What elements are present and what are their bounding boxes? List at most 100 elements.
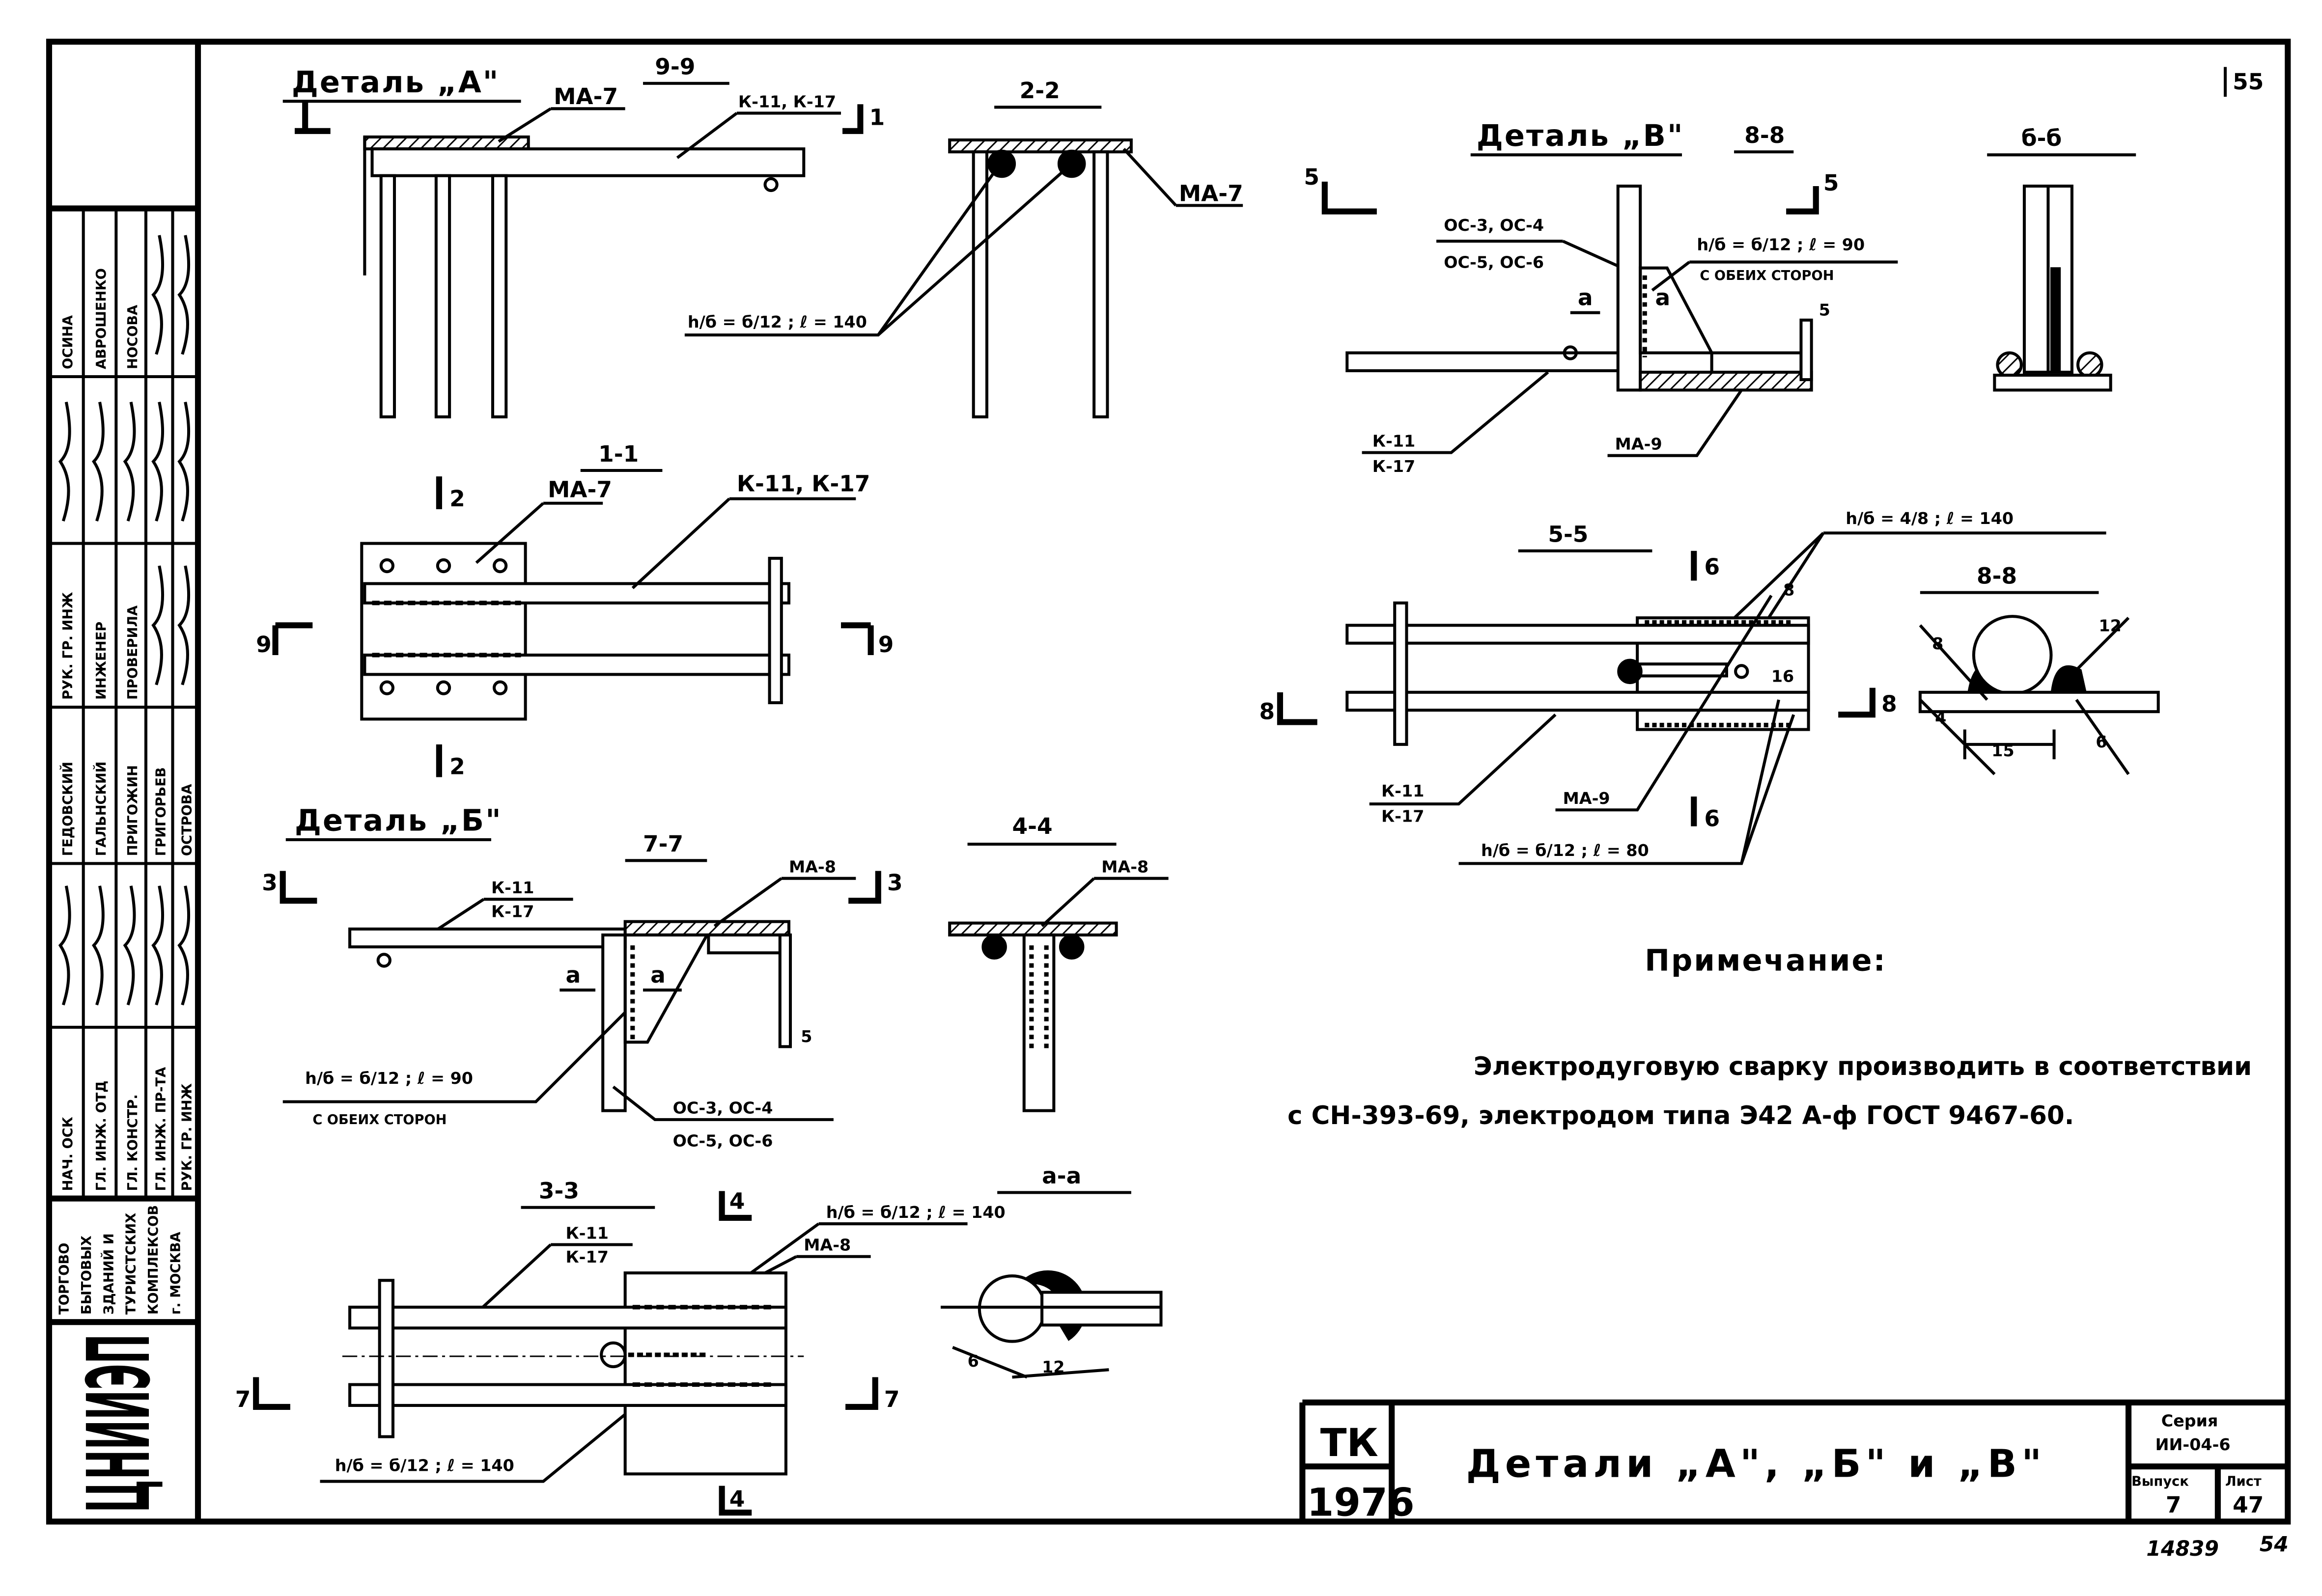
stamp-entry: РУК. ГР. ИНЖ: [179, 1083, 195, 1191]
weld-note-90: h/б = б/12 ; ℓ = 90: [1697, 235, 1865, 254]
stamp-org-line: КОМПЛЕКСОВ: [146, 1205, 161, 1315]
section-mark-3-right: 3: [887, 870, 903, 896]
signature-mark: [123, 885, 136, 1006]
drawing-line: [280, 871, 317, 904]
section-5-5-label: 5-5: [1548, 522, 1588, 548]
drawing-line: [320, 1413, 626, 1483]
label-ma8: МА-8: [789, 857, 836, 877]
drawing-line: [948, 921, 1118, 936]
section-mark-2-top: 2: [449, 486, 465, 512]
detail-v-title: Деталь „В": [1477, 119, 1684, 153]
stamp-org-line: г. МОСКВА: [168, 1232, 184, 1315]
dim-12: 12: [1042, 1357, 1064, 1376]
detail-b: Деталь „Б" 7-7 К-11 К-17 МА-8 3 3 5 а а …: [235, 804, 1169, 1516]
series-label: Серия: [2161, 1411, 2218, 1430]
section-8-8b-label: 8-8: [1977, 563, 2017, 589]
sheet-label: Лист: [2225, 1474, 2262, 1489]
drawing-line: [1458, 699, 1795, 865]
drawing-line: [1059, 934, 1085, 960]
drawing-line: [1277, 692, 1317, 725]
drawing-line: [948, 138, 1133, 154]
weld-note-80: h/б = б/12 ; ℓ = 80: [1481, 841, 1649, 860]
drawing-line: [1345, 624, 1810, 645]
drawing-line: [1393, 601, 1408, 746]
label-oc5-oc6: ОС-5, ОС-6: [1444, 253, 1544, 272]
stamp-entry: ОСТРОВА: [179, 784, 195, 856]
drawing-line: [363, 653, 790, 676]
drawing-title: Детали „А", „Б" и „В": [1466, 1441, 2046, 1486]
drawing-line: [1321, 181, 1377, 215]
drawing-line: [1838, 688, 1875, 718]
signature-mark: [92, 401, 105, 522]
section-9-9-label: 9-9: [655, 54, 695, 80]
drawing-line: [1799, 318, 1813, 382]
drawing-line: [1617, 659, 1643, 685]
dim-12: 12: [2098, 616, 2121, 635]
stamp-entry: ГЕДОВСКИЙ: [60, 762, 76, 856]
drawing-line: [294, 101, 331, 134]
stamp-entry: ИНЖЕНЕР: [94, 622, 109, 700]
label-ma8-section-3: МА-8: [804, 1236, 851, 1255]
institute-logo: ЦНИИЭП: [69, 1334, 169, 1513]
label-k11-k17: К-11, К-17: [738, 92, 836, 111]
drawing-line: [763, 177, 779, 193]
drawing-line: [707, 933, 790, 955]
label-k17: К-17: [491, 902, 534, 921]
stamp-entry: АВРОШЕНКО: [94, 268, 109, 369]
label-k17-section-5: К-17: [1381, 806, 1424, 826]
drawing-line: [379, 174, 396, 418]
stamp-entry: ПРИГОЖИН: [125, 765, 140, 856]
drawing-line: [348, 927, 627, 949]
section-7-7-label: 7-7: [643, 831, 683, 857]
section-6-6-label: б-б: [2021, 125, 2062, 151]
dim-4: 4: [1935, 708, 1946, 727]
drawing-line: [1041, 877, 1169, 927]
label-k17-section-3: К-17: [565, 1247, 608, 1266]
weld-mark-a-right: а: [650, 962, 666, 988]
label-ma7: МА-7: [554, 83, 618, 110]
drawing-line: [363, 582, 790, 605]
detail-b-title: Деталь „Б": [295, 804, 503, 838]
drawing-line: [684, 163, 1073, 337]
drawing-line: [491, 174, 508, 418]
drawing-line: [600, 1341, 627, 1369]
drawing-line: [778, 933, 792, 1048]
drawing-line: [376, 953, 392, 968]
stamp-org-line: БЫТОВЫХ: [79, 1236, 94, 1315]
signature-mark: [177, 401, 191, 522]
drawing-line: [378, 1279, 394, 1438]
section-4-4-label: 4-4: [1012, 813, 1052, 839]
drawing-line: [2076, 351, 2103, 379]
drawing-line: [1972, 615, 2053, 695]
drawing-line: [1345, 690, 1810, 712]
drawing-line: [1562, 240, 1623, 270]
section-3-3-label: 3-3: [539, 1178, 579, 1204]
drawing-line: [768, 556, 783, 705]
label-ma8-section-4: МА-8: [1101, 857, 1148, 877]
drawing-line: [845, 1377, 878, 1410]
signature-mark: [177, 885, 191, 1006]
drawing-line: [1362, 371, 1549, 454]
signature-mark: [177, 235, 191, 355]
stamp-entry: ГЛ. ИНЖ. ОТД: [94, 1081, 109, 1191]
drawing-line: [282, 1011, 626, 1103]
stamp-org-line: ТОРГОВО: [56, 1243, 72, 1315]
weld-note-140-top: h/б = б/12 ; ℓ = 140: [826, 1203, 1006, 1222]
drawing-line: [1607, 389, 1743, 457]
stamp-entry: РУК. ГР. ИНЖ: [60, 592, 76, 699]
drawing-line: [676, 111, 841, 159]
section-mark-5-left: 5: [1304, 164, 1319, 190]
weld-note-140: h/б = б/12 ; ℓ = 140: [688, 312, 867, 331]
dim-16: 16: [1771, 667, 1794, 686]
issue-value: 7: [2166, 1492, 2182, 1518]
drawing-line: [1122, 148, 1243, 207]
label-ma7-section-2: МА-7: [1179, 180, 1243, 206]
section-a-a-label: а-а: [1042, 1163, 1081, 1189]
detail-v: Деталь „В" 8-8 5 5 5 ОС-3, ОС-4 ОС-5, ОС…: [1259, 119, 2160, 865]
weld-note-140-bottom: h/б = б/12 ; ℓ = 140: [335, 1456, 514, 1475]
signature-mark: [177, 565, 191, 686]
detail-a-title: Деталь „А": [292, 65, 500, 100]
detail-a: Деталь „А" 9-9 МА-7 К-11, К-17 1 2-2 МА-…: [256, 54, 1243, 780]
